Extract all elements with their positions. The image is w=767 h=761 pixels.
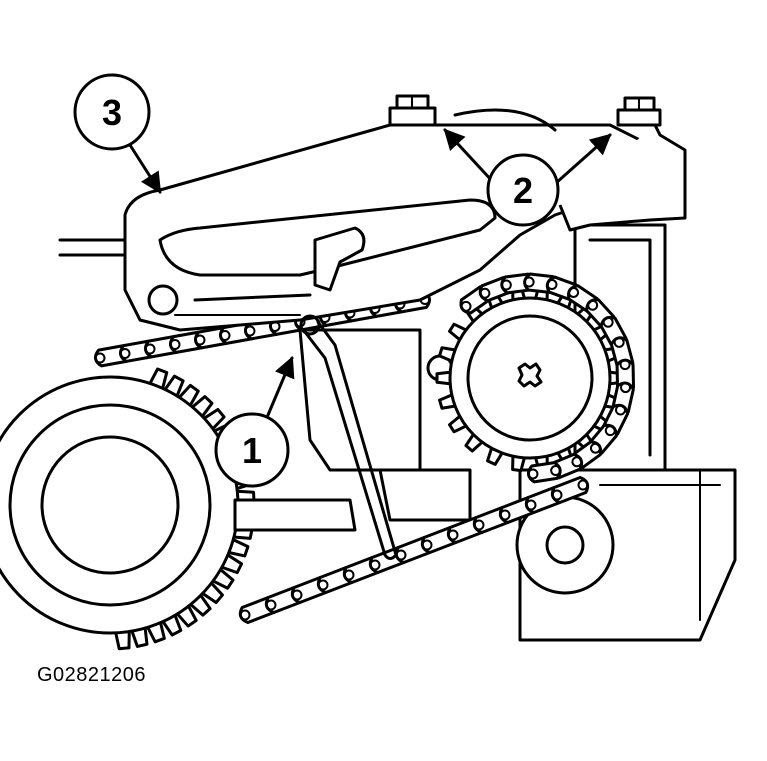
callout-3: 3	[73, 73, 162, 194]
chain-pin	[589, 442, 601, 454]
chain-pin	[219, 330, 231, 341]
chain-pin	[551, 489, 563, 501]
chain-pin	[291, 589, 303, 601]
chain-pin	[473, 519, 485, 531]
chain-pin	[169, 339, 181, 350]
chain-pin	[500, 279, 512, 291]
chain-pin	[421, 539, 433, 551]
chain-pin	[602, 316, 614, 328]
chain-pin	[571, 456, 583, 468]
bolt-left	[388, 94, 437, 127]
chain-pin	[343, 569, 355, 581]
chain-pin	[619, 359, 631, 371]
chain-pin	[499, 509, 511, 521]
timing-chain-lower	[238, 476, 590, 624]
chain-pin	[447, 529, 459, 541]
chain-pin	[577, 479, 589, 491]
locking-pin	[299, 314, 398, 560]
chain-pin	[587, 299, 599, 311]
chain-pin	[550, 465, 562, 477]
chain-pin	[613, 336, 625, 348]
callout-1-label: 1	[242, 430, 262, 471]
chain-pin	[194, 334, 206, 346]
chain-pin	[144, 343, 156, 355]
chain-pin	[568, 286, 580, 298]
chain-pin	[479, 287, 491, 299]
callout-1: 1	[214, 356, 295, 488]
chain-pin	[239, 609, 251, 621]
timing-chain-cam-wrap	[459, 272, 636, 484]
chain-pin	[94, 352, 106, 364]
chain-pin	[620, 382, 632, 394]
callout-2: 2	[443, 128, 612, 227]
chain-pin	[615, 404, 627, 416]
chain-pin	[604, 425, 616, 437]
callout-2-label: 2	[513, 170, 533, 211]
crankshaft-sprocket	[0, 367, 256, 651]
chain-pin	[525, 499, 537, 511]
chain-pin	[317, 579, 329, 591]
chain-pin	[119, 348, 131, 359]
chain-pin	[265, 599, 277, 611]
chain-pin	[546, 279, 558, 291]
chain-pin	[369, 559, 381, 571]
chain-pin	[527, 468, 539, 480]
callout-3-label: 3	[102, 92, 122, 133]
bolt-right	[616, 96, 662, 127]
chain-pin	[244, 325, 256, 337]
chain-pin	[523, 276, 535, 288]
chain-pin	[460, 300, 472, 312]
figure-id: G02821206	[37, 664, 147, 686]
